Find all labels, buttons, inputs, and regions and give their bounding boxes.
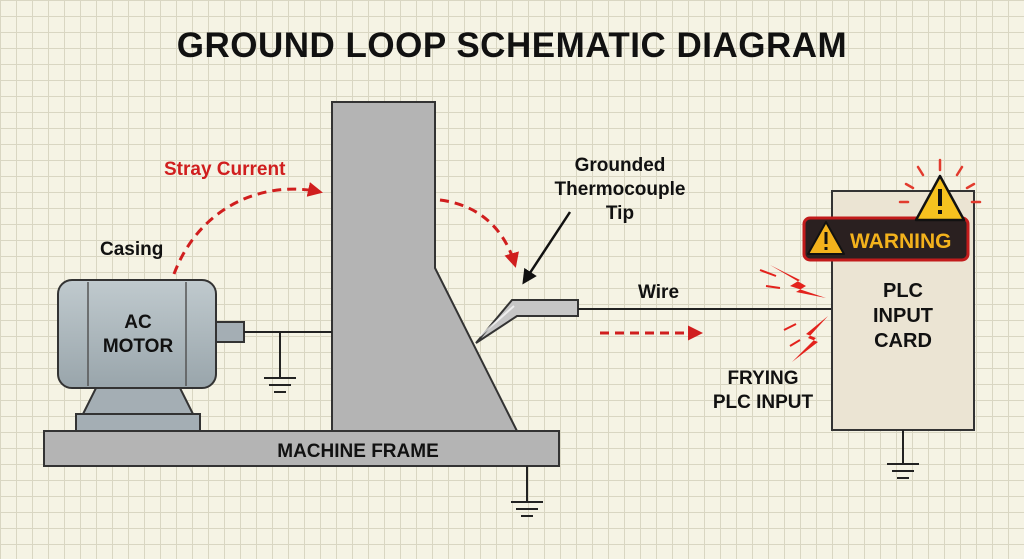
thermocouple-probe <box>475 299 579 344</box>
motor-label-line2: MOTOR <box>103 336 174 357</box>
thermocouple-label-line2: Thermocouple <box>555 179 686 200</box>
thermocouple-label-line3: Tip <box>606 203 634 224</box>
spark-icon <box>783 316 828 362</box>
spark-icon <box>759 265 826 298</box>
plc-label-line3: CARD <box>874 330 932 352</box>
casing-label: Casing <box>100 239 163 260</box>
motor-label-line1: AC <box>124 312 152 333</box>
ground-symbol-icon <box>511 466 543 517</box>
warning-triangle-icon <box>898 158 982 222</box>
ground-symbol-icon <box>887 430 919 479</box>
warning-label: WARNING <box>850 230 952 253</box>
wire-label: Wire <box>638 282 679 303</box>
plc-label-line2: INPUT <box>873 305 933 327</box>
warning-triangle-icon <box>807 221 845 255</box>
thermocouple-label-line1: Grounded <box>575 155 666 176</box>
thermocouple-callout-arrow <box>522 211 572 285</box>
warning-badge: WARNING <box>802 216 970 262</box>
diagram-title: GROUND LOOP SCHEMATIC DIAGRAM <box>176 26 848 65</box>
frying-label-line2: PLC INPUT <box>713 392 814 413</box>
machine-frame <box>43 101 560 467</box>
stray-current-arrow <box>439 198 519 268</box>
plc-label-line1: PLC <box>883 280 923 302</box>
ground-symbol-icon <box>264 332 296 393</box>
machine-frame-label: MACHINE FRAME <box>277 441 439 462</box>
ac-motor <box>57 279 245 432</box>
frying-label-line1: FRYING <box>727 368 798 389</box>
stray-current-arrow <box>172 182 323 275</box>
stray-current-label: Stray Current <box>164 159 286 180</box>
